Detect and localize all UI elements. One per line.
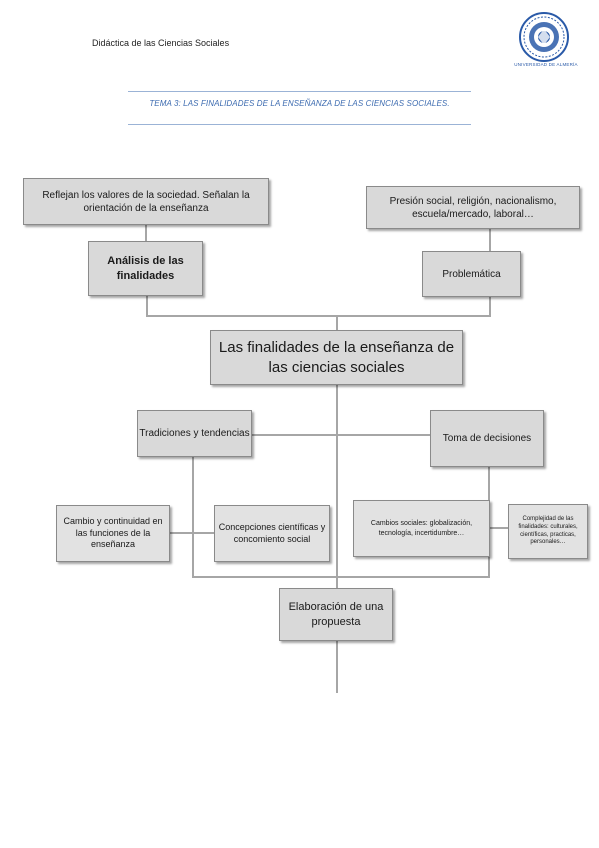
connector — [192, 457, 194, 578]
reflect-values-box: Reflejan los valores de la sociedad. Señ… — [23, 178, 269, 225]
scientific-conceptions-text: Concepciones científicas y concomiento s… — [218, 521, 326, 544]
connector — [336, 315, 338, 330]
proposal-box: Elaboración de una propuesta — [279, 588, 393, 641]
connector — [489, 229, 491, 251]
course-title: Didáctica de las Ciencias Sociales — [92, 38, 230, 48]
reflect-values-text: Reflejan los valores de la sociedad. Señ… — [42, 189, 250, 214]
proposal-text: Elaboración de una propuesta — [288, 601, 384, 628]
decisions-box: Toma de decisiones — [430, 410, 544, 467]
analysis-box: Análisis de las finalidades — [88, 241, 203, 296]
connector — [252, 434, 430, 436]
topic-title: TEMA 3: LAS FINALIDADES DE LA ENSEÑANZA … — [149, 99, 450, 108]
connector — [146, 296, 148, 316]
problem-text: Problemática — [442, 268, 501, 280]
traditions-box: Tradiciones y tendencias — [137, 410, 252, 457]
trunk-line — [336, 385, 338, 693]
university-seal-icon — [510, 10, 578, 72]
central-box: Las finalidades de la enseñanza de las c… — [210, 330, 463, 385]
social-pressure-box: Presión social, religión, nacionalismo, … — [366, 186, 580, 229]
logo-caption: UNIVERSIDAD DE ALMERÍA — [514, 62, 578, 67]
change-continuity-box: Cambio y continuidad en las funciones de… — [56, 505, 170, 562]
complexity-text: Complejidad de las finalidades: cultural… — [518, 515, 578, 546]
connector — [145, 225, 147, 241]
connector — [489, 297, 491, 316]
top-rule — [128, 91, 471, 92]
central-text: Las finalidades de la enseñanza de las c… — [218, 339, 455, 376]
problem-box: Problemática — [422, 251, 521, 297]
change-continuity-text: Cambio y continuidad en las funciones de… — [63, 515, 163, 550]
social-pressure-text: Presión social, religión, nacionalismo, … — [389, 195, 557, 220]
connector — [170, 532, 214, 534]
connector — [490, 527, 508, 529]
traditions-text: Tradiciones y tendencias — [139, 428, 250, 439]
social-changes-box: Cambios sociales: globalización, tecnolo… — [353, 500, 490, 557]
connector — [192, 576, 490, 578]
scientific-conceptions-box: Concepciones científicas y concomiento s… — [214, 505, 330, 562]
decisions-text: Toma de decisiones — [442, 433, 532, 444]
connector — [146, 315, 491, 317]
bottom-rule — [128, 124, 471, 125]
complexity-box: Complejidad de las finalidades: cultural… — [508, 504, 588, 559]
analysis-text: Análisis de las finalidades — [107, 255, 184, 282]
social-changes-text: Cambios sociales: globalización, tecnolo… — [370, 520, 473, 537]
